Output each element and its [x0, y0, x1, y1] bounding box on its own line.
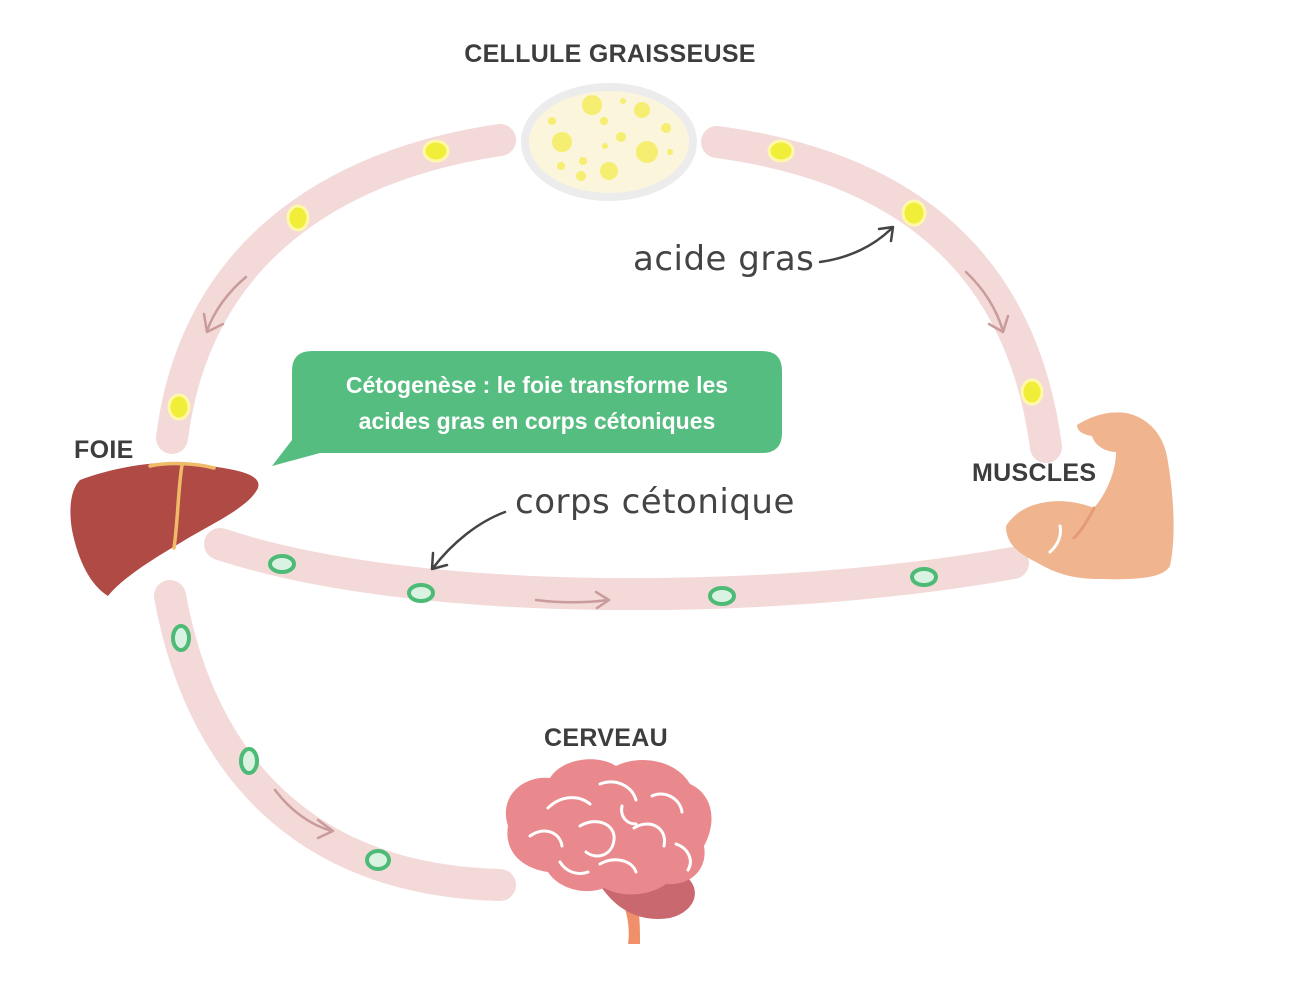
liver-label: FOIE: [74, 436, 134, 464]
vessel-liver-to-brain: [154, 580, 516, 901]
fatty-acid-particle: [901, 199, 927, 227]
liver-icon: [70, 461, 259, 596]
fatty-acid-particle: [167, 393, 191, 421]
callout-line-1: Cétogenèse : le foie transforme les: [346, 372, 728, 398]
ketone-body-pointer: [430, 510, 507, 571]
fat-cell-label: CELLULE GRAISSEUSE: [464, 40, 756, 68]
fat-cell-icon: [521, 83, 697, 201]
fatty-acid-particle: [767, 139, 795, 163]
ketone-body-annotation: corps cétonique: [515, 482, 795, 522]
callout-line-2: acides gras en corps cétoniques: [359, 408, 716, 434]
fatty-acid-annotation: acide gras: [633, 239, 814, 279]
ketone-body-particle: [171, 624, 191, 652]
fatty-acid-particle: [286, 204, 310, 232]
flow-arrow-ketone-to-muscles: [534, 590, 611, 610]
fatty-acid-particles: [167, 139, 1044, 421]
flow-arrow-to-liver: [202, 275, 248, 334]
ketone-body-particle: [365, 849, 391, 871]
muscle-arm-icon: [1006, 412, 1174, 580]
ketone-body-particle: [407, 583, 435, 603]
flow-arrow-ketone-to-brain: [273, 788, 335, 840]
fatty-acid-particle: [422, 139, 450, 163]
ketone-body-particle: [239, 747, 259, 775]
brain-icon: [505, 759, 712, 944]
fatty-acid-pointer: [818, 225, 895, 264]
ketogenesis-callout: Cétogenèse : le foie transforme les acid…: [272, 351, 782, 466]
ketone-body-particle: [708, 586, 736, 606]
flow-arrow-to-muscles: [964, 270, 1010, 334]
ketone-body-particle: [910, 567, 938, 587]
muscles-label: MUSCLES: [972, 459, 1096, 487]
fatty-acid-particle: [1020, 378, 1044, 406]
ketone-body-particle: [268, 554, 296, 574]
ketone-body-particles: [171, 554, 938, 871]
flow-arrows: [202, 270, 1010, 840]
vessel-liver-to-muscles: [204, 528, 1029, 611]
annotation-arrows: [430, 225, 895, 571]
brain-label: CERVEAU: [544, 724, 668, 752]
